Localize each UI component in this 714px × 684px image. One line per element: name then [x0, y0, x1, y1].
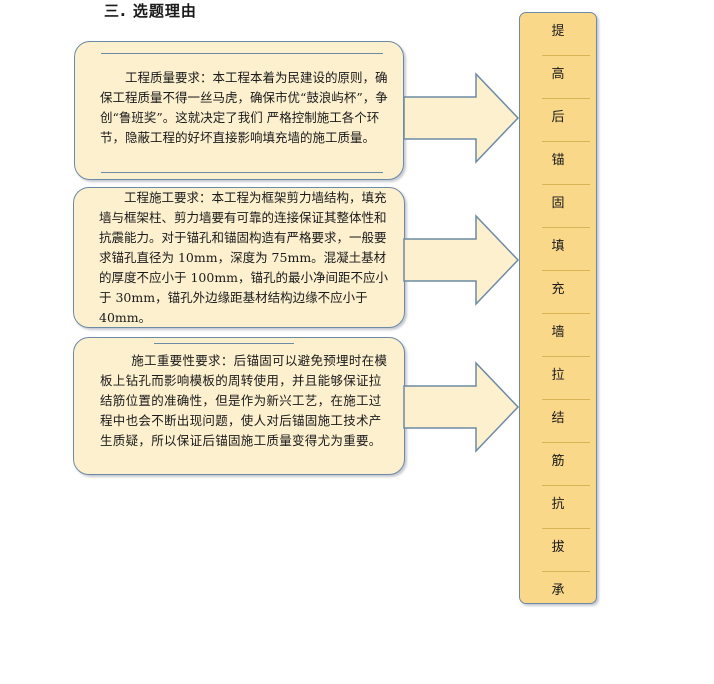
banner-divider — [542, 399, 590, 400]
banner-divider — [542, 270, 590, 271]
banner-divider — [542, 98, 590, 99]
banner-char: 筋 — [551, 454, 565, 469]
requirement-box-quality: 工程质量要求：本工程本着为民建设的原则，确保工程质量不得一丝马虎，确保市优“鼓浪… — [74, 41, 404, 180]
banner-char: 承 — [551, 583, 565, 598]
banner-char: 结 — [551, 411, 565, 426]
banner-char: 墙 — [551, 325, 565, 340]
banner-char: 高 — [551, 67, 565, 82]
arrow-right-2 — [403, 214, 520, 306]
banner-char: 充 — [551, 282, 565, 297]
banner-char: 填 — [551, 239, 565, 254]
banner-divider — [542, 442, 590, 443]
box-text-importance: 施工重要性要求：后锚固可以避免预埋时在模板上钻孔而影响模板的周转使用，并且能够保… — [100, 353, 388, 448]
banner-divider — [542, 485, 590, 486]
requirement-box-construction: 工程施工要求：本工程为框架剪力墙结构，填充墙与框架柱、剪力墙要有可靠的连接保证其… — [73, 187, 405, 328]
banner-divider — [542, 571, 590, 572]
box-text-construction: 工程施工要求：本工程为框架剪力墙结构，填充墙与框架柱、剪力墙要有可靠的连接保证其… — [99, 190, 389, 325]
banner-divider — [542, 528, 590, 529]
banner-divider — [542, 227, 590, 228]
box-bottom-rule — [101, 172, 383, 173]
banner-char: 固 — [551, 196, 565, 211]
requirement-box-importance: 施工重要性要求：后锚固可以避免预埋时在模板上钻孔而影响模板的周转使用，并且能够保… — [73, 337, 405, 475]
banner-divider — [542, 184, 590, 185]
banner-divider — [542, 55, 590, 56]
arrow-right-1 — [403, 72, 520, 164]
banner-char: 锚 — [551, 153, 565, 168]
banner-char: 抗 — [551, 497, 565, 512]
banner-char: 拉 — [551, 368, 565, 383]
banner-char: 拔 — [551, 540, 565, 555]
goal-banner: 提高后锚固填充墙拉结筋抗拔承 — [519, 12, 597, 604]
box-top-rule — [101, 53, 383, 54]
box-text-quality: 工程质量要求：本工程本着为民建设的原则，确保工程质量不得一丝马虎，确保市优“鼓浪… — [100, 70, 388, 145]
box-top-rule — [154, 343, 294, 344]
banner-char: 后 — [551, 110, 565, 125]
section-heading: 三. 选题理由 — [104, 2, 197, 20]
banner-char: 提 — [551, 24, 565, 39]
banner-divider — [542, 313, 590, 314]
banner-divider — [542, 356, 590, 357]
arrow-right-3 — [403, 361, 520, 453]
banner-divider — [542, 141, 590, 142]
